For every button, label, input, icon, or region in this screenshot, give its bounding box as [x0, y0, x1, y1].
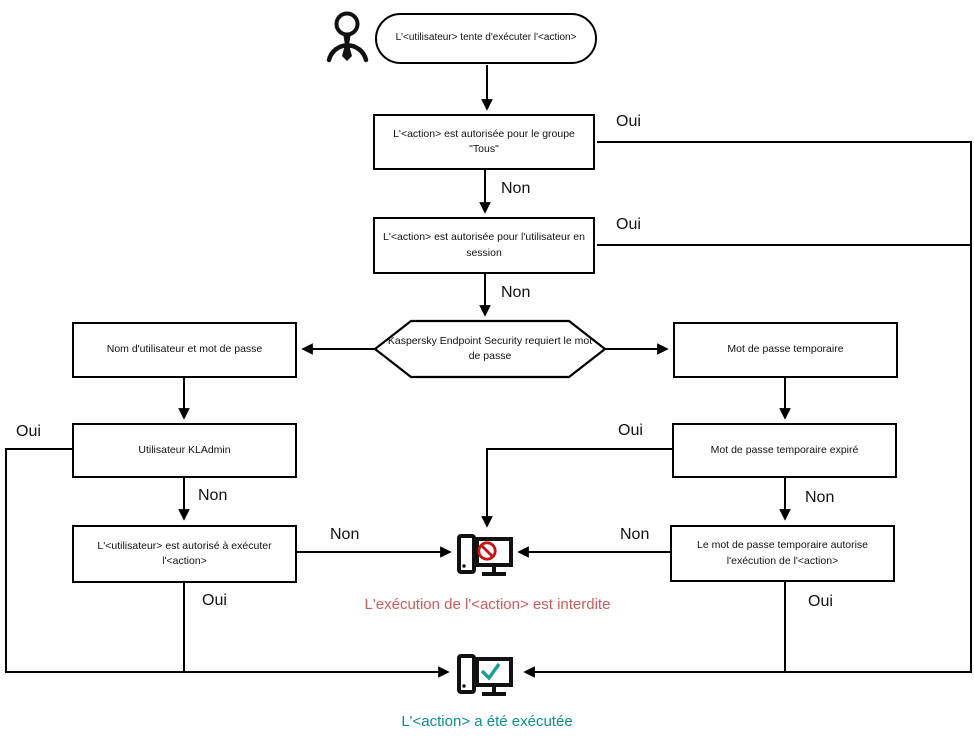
node-kladmin: Utilisateur KLAdmin [72, 423, 297, 478]
node-temp-allows-label: Le mot de passe temporaire autorise l'ex… [696, 539, 868, 567]
user-icon [326, 11, 369, 63]
node-start: L'<utilisateur> tente d'exécuter l'<acti… [375, 13, 597, 64]
prohibition-icon [477, 541, 497, 561]
node-password-prompt-label: Kaspersky Endpoint Security requiert le … [387, 334, 593, 362]
node-temp-password-label: Mot de passe temporaire [727, 343, 844, 356]
edge-label-oui-group: Oui [616, 113, 641, 130]
edge-group-oui-rail [523, 141, 972, 678]
edge-label-non-user-allowed: Non [330, 526, 360, 543]
node-credentials-label: Nom d'utilisateur et mot de passe [106, 343, 263, 356]
edge-label-oui-kladmin: Oui [16, 423, 41, 440]
check-icon [480, 663, 501, 681]
node-temp-expired: Mot de passe temporaire expiré [672, 423, 897, 478]
node-temp-allows: Le mot de passe temporaire autorise l'ex… [670, 525, 895, 582]
node-temp-password: Mot de passe temporaire [673, 322, 898, 378]
computer-denied-icon [457, 534, 513, 576]
node-credentials: Nom d'utilisateur et mot de passe [72, 322, 297, 378]
node-session-check: L'<action> est autorisée pour l'utilisat… [373, 217, 595, 274]
node-kladmin-label: Utilisateur KLAdmin [138, 443, 231, 456]
edge-label-oui-session: Oui [616, 216, 641, 233]
edge-label-oui-user-allowed: Oui [202, 592, 227, 609]
computer-success-icon [457, 654, 513, 696]
edge-label-non-group: Non [501, 180, 531, 197]
outcome-executed-text: L'<action> a été exécutée [401, 713, 573, 730]
edge-kladmin-oui-rail [5, 448, 450, 678]
connectors [5, 65, 972, 678]
node-temp-expired-label: Mot de passe temporaire expiré [710, 443, 859, 456]
node-user-allowed: L'<utilisateur> est autorisé à exécuter … [72, 525, 297, 583]
outcome-denied-text: L'exécution de l'<action> est interdite [364, 596, 611, 613]
node-group-check-label: L'<action> est autorisée pour le groupe … [393, 127, 575, 155]
edge-expired-oui-denied [481, 448, 675, 528]
edge-label-non-temp-expired: Non [805, 489, 835, 506]
edge-label-non-session: Non [501, 284, 531, 301]
edge-label-oui-temp-expired: Oui [618, 422, 643, 439]
hexagon-password-prompt [373, 319, 607, 379]
node-start-label: L'<utilisateur> tente d'exécuter l'<acti… [395, 32, 577, 44]
edge-label-non-temp-allows: Non [620, 526, 650, 543]
edge-label-non-kladmin: Non [198, 487, 228, 504]
node-group-check: L'<action> est autorisée pour le groupe … [373, 114, 595, 170]
node-session-check-label: L'<action> est autorisée pour l'utilisat… [383, 231, 585, 259]
edge-label-oui-temp-allows: Oui [808, 593, 833, 610]
node-user-allowed-label: L'<utilisateur> est autorisé à exécuter … [97, 539, 272, 567]
